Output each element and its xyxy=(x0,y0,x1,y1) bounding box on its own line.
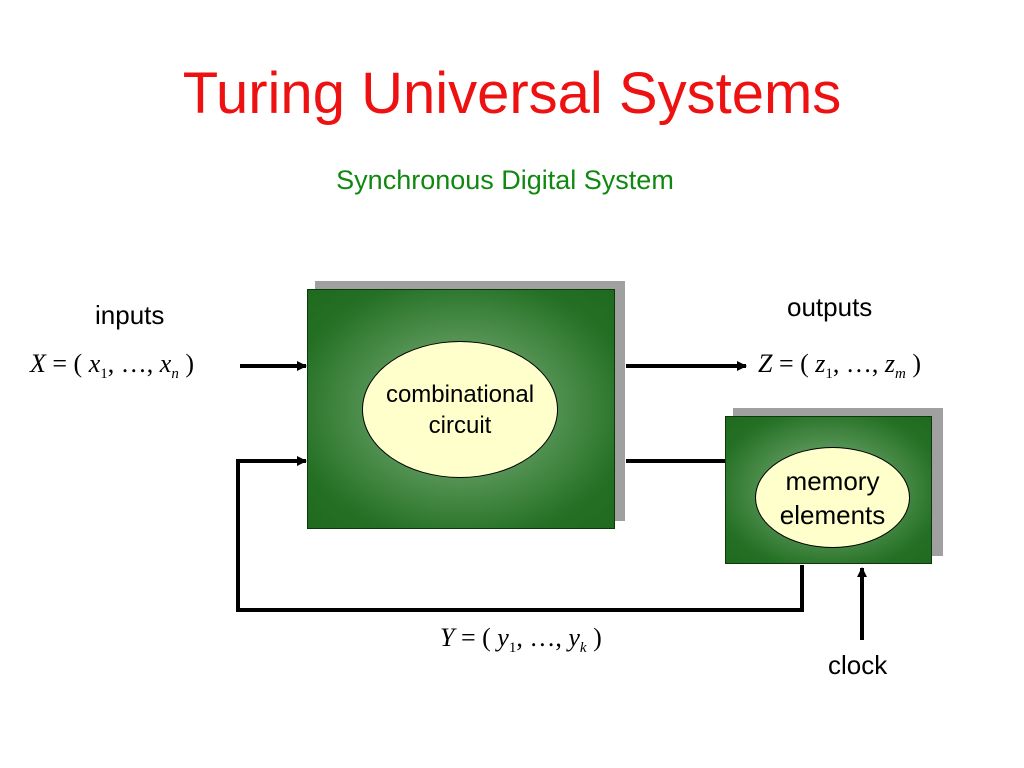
output-vector-expression: Z = ( z1, …, zm ) xyxy=(758,349,922,382)
slide-title: Turing Universal Systems xyxy=(182,61,842,126)
memory-elements-ellipse: memory elements xyxy=(755,447,910,548)
combinational-circuit-block xyxy=(307,289,615,529)
outputs-label: outputs xyxy=(787,292,873,322)
state-vector-expression: Y = ( y1, …, yk ) xyxy=(440,623,602,656)
memory-label-line2: elements xyxy=(779,499,886,530)
combinational-circuit-ellipse: combinational circuit xyxy=(362,341,558,478)
inputs-label: inputs xyxy=(95,300,165,330)
clock-label: clock xyxy=(828,650,888,680)
slide-subtitle: Synchronous Digital System xyxy=(336,165,674,195)
combinational-label-line2: circuit xyxy=(428,411,492,439)
combinational-label-line1: combinational xyxy=(385,380,535,408)
memory-label-line1: memory xyxy=(785,465,880,496)
input-vector-expression: X = ( x1, …, xn ) xyxy=(30,349,194,382)
feedback-loop xyxy=(236,456,804,612)
